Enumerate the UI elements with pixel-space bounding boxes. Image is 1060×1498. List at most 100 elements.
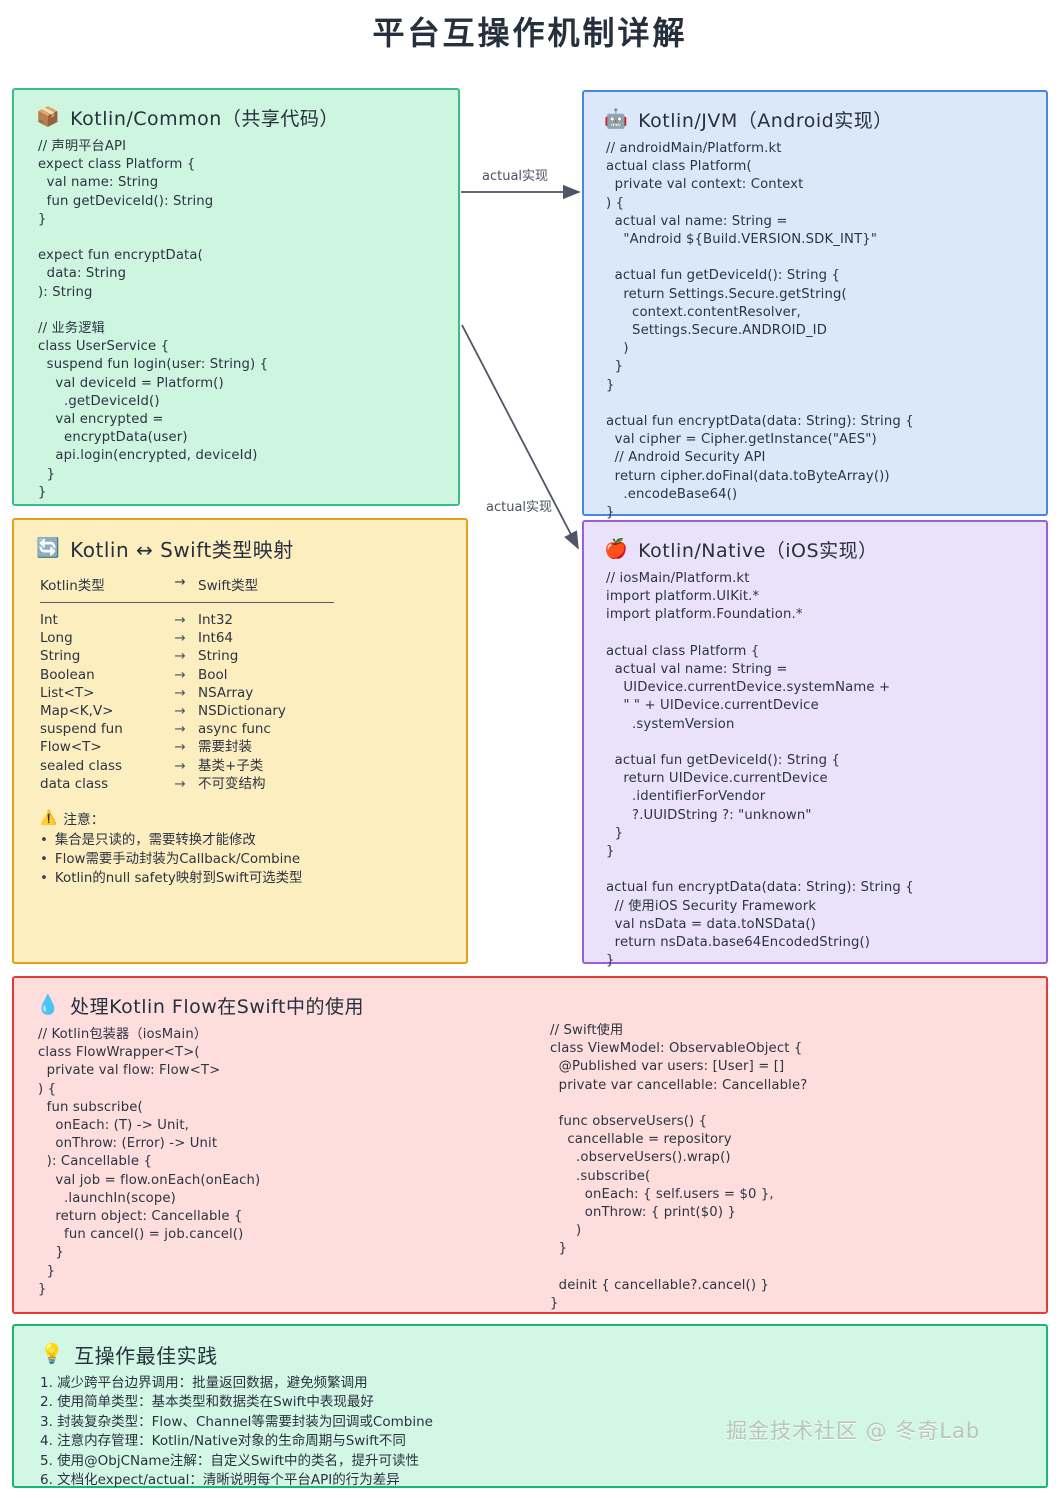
card-kotlin-common-title: Kotlin/Common（共享代码） — [70, 108, 339, 130]
list-item: 1. 减少跨平台边界调用：批量返回数据，避免频繁调用 — [40, 1375, 368, 1391]
table-row: suspend fun → async func — [40, 720, 440, 738]
table-cell: → — [174, 775, 186, 792]
code-flow-swift-usage: // Swift使用 class ViewModel: ObservableOb… — [550, 1023, 808, 1312]
notes-header: ⚠️ 注意： — [40, 808, 450, 828]
table-row: Flow<T> → 需要封装 — [40, 738, 440, 756]
warning-icon: ⚠️ — [40, 810, 58, 826]
card-kotlin-jvm-title: Kotlin/JVM（Android实现） — [638, 110, 893, 132]
card-best-practices-header: 💡 互操作最佳实践 — [40, 1340, 218, 1369]
table-cell: Flow<T> — [40, 739, 102, 756]
table-cell: Bool — [198, 666, 228, 683]
table-cell: Map<K,V> — [40, 703, 114, 720]
connector-label-native: actual实现 — [486, 500, 553, 515]
card-kotlin-jvm: 🤖 Kotlin/JVM（Android实现） // androidMain/P… — [582, 90, 1048, 520]
table-cell: → — [174, 648, 186, 665]
list-item: • 集合是只读的，需要转换才能修改 — [40, 831, 450, 850]
table-cell: → — [174, 721, 186, 738]
connector-label-jvm: actual实现 — [482, 169, 549, 184]
list-item: 3. 封装复杂类型：Flow、Channel等需要封装为回调或Combine — [40, 1413, 433, 1430]
table-row: Int→Int32 — [40, 611, 440, 629]
code-kotlin-jvm: // androidMain/Platform.kt actual class … — [606, 141, 914, 521]
table-cell: NSArray — [198, 684, 254, 701]
watermark: 掘金技术社区 @ 冬奇Lab — [726, 1419, 981, 1443]
list-item: 6. 文档化expect/actual：清晰说明每个平台API的行为差异 — [40, 1472, 400, 1489]
table-row: Long → Int64 — [40, 629, 440, 647]
table-cell: Int64 — [198, 630, 234, 647]
bullet-icon: • — [40, 833, 48, 848]
card-kotlin-native: 🍎 Kotlin/Native（iOS实现） // iosMain/Platfo… — [582, 520, 1048, 968]
card-kotlin-common-header: 📦 Kotlin/Common（共享代码） — [36, 104, 339, 131]
card-type-mapping-title: Kotlin ↔ Swift类型映射 — [70, 538, 294, 562]
table-row: String → String — [40, 647, 440, 665]
card-flow-interop-header: 💧 处理Kotlin Flow在Swift中的使用 — [36, 992, 364, 1019]
swap-icon: 🔄 — [36, 537, 61, 559]
table-cell: → — [174, 684, 186, 701]
column-header-swift: Swift类型 — [198, 578, 259, 594]
table-row: Map<K,V> → NSDictionary — [40, 702, 440, 720]
bullet-icon: • — [40, 852, 48, 867]
notes-title-text: 注意： — [63, 812, 105, 828]
code-flow-kotlin-wrapper: // Kotlin包装器（iosMain） class FlowWrapper<… — [38, 1027, 261, 1297]
table-cell: suspend fun — [40, 721, 123, 738]
card-flow-interop-title: 处理Kotlin Flow在Swift中的使用 — [70, 996, 364, 1018]
table-cell: 不可变结构 — [198, 775, 266, 792]
card-kotlin-common: 📦 Kotlin/Common（共享代码） // 声明平台API expect … — [12, 88, 460, 506]
list-item-label: Flow需要手动封装为Callback/Combine — [54, 852, 301, 867]
list-item: 4. 注意内存管理：Kotlin/Native对象的生命周期与Swift不同 — [40, 1433, 406, 1450]
list-item-label: Kotlin的null safety映射到Swift可选类型 — [54, 871, 303, 886]
table-cell: Int — [40, 612, 58, 628]
table-cell: 需要封装 — [198, 739, 252, 756]
card-flow-interop: 💧 处理Kotlin Flow在Swift中的使用 // Kotlin包装器（i… — [12, 976, 1048, 1314]
table-cell: → — [174, 739, 186, 756]
droplet-icon: 💧 — [36, 994, 61, 1016]
lightbulb-icon: 💡 — [40, 1343, 65, 1365]
table-cell: sealed class — [40, 757, 123, 774]
table-row: Boolean → Bool — [40, 666, 440, 684]
table-cell: → — [174, 757, 186, 774]
card-best-practices-title: 互操作最佳实践 — [74, 1344, 218, 1368]
table-row: List<T> → NSArray — [40, 684, 440, 702]
card-kotlin-native-header: 🍎 Kotlin/Native（iOS实现） — [604, 536, 878, 563]
card-kotlin-jvm-header: 🤖 Kotlin/JVM（Android实现） — [604, 106, 893, 133]
list-item: 5. 使用@ObjCName注解：自定义Swift中的类名，提升可读性 — [40, 1452, 420, 1469]
table-row: sealed class → 基类+子类 — [40, 757, 440, 775]
table-cell: → — [174, 703, 186, 720]
notes-list: • 集合是只读的，需要转换才能修改 • Flow需要手动封装为Callback/Com… — [40, 831, 450, 888]
type-mapping-notes: ⚠️ 注意： • 集合是只读的，需要转换才能修改 • Flow需要手动封装为Callb… — [40, 808, 450, 888]
column-header-kotlin: Kotlin类型 — [40, 578, 105, 594]
table-cell: List<T> — [40, 684, 95, 701]
code-kotlin-native: // iosMain/Platform.kt import platform.U… — [606, 571, 914, 969]
package-icon: 📦 — [36, 106, 61, 128]
table-row: data class → 不可变结构 — [40, 775, 440, 793]
page-title: 平台互操作机制详解 — [372, 14, 688, 52]
table-cell: → — [174, 630, 186, 647]
list-item: • Kotlin的null safety映射到Swift可选类型 — [40, 869, 450, 888]
column-header-arrow: → — [174, 574, 186, 590]
table-rule — [40, 602, 334, 603]
table-cell: data class — [40, 775, 109, 792]
list-item-label: 集合是只读的，需要转换才能修改 — [54, 833, 256, 848]
apple-icon: 🍎 — [604, 538, 629, 560]
card-type-mapping-header: 🔄 Kotlin ↔ Swift类型映射 — [36, 534, 294, 563]
table-cell: → — [174, 666, 186, 683]
robot-icon: 🤖 — [604, 108, 629, 130]
code-kotlin-common: // 声明平台API expect class Platform { val n… — [38, 139, 269, 500]
table-cell: Long — [40, 630, 73, 647]
card-kotlin-native-title: Kotlin/Native（iOS实现） — [638, 540, 878, 562]
table-cell: NSDictionary — [198, 703, 286, 720]
table-cell: Boolean — [40, 666, 95, 683]
table-cell: 基类+子类 — [198, 757, 264, 774]
list-item: • Flow需要手动封装为Callback/Combine — [40, 850, 450, 869]
table-cell: async func — [198, 721, 271, 738]
table-cell: String — [198, 648, 239, 665]
table-header-row: Kotlin类型 → Swift类型 — [40, 574, 440, 600]
table-cell: String — [40, 648, 81, 665]
bullet-icon: • — [40, 871, 48, 886]
table-cell: → — [174, 612, 186, 628]
card-type-mapping: 🔄 Kotlin ↔ Swift类型映射 Kotlin类型 → Swift类型 … — [12, 518, 468, 964]
